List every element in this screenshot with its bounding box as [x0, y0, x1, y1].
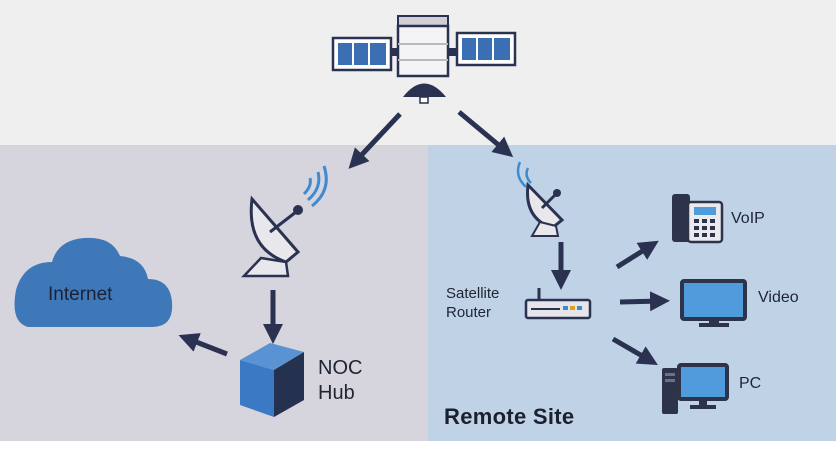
- noc-hub-label: NOC Hub: [318, 356, 362, 406]
- noc-hub-label-line1: NOC: [318, 357, 363, 379]
- remote-zone: [428, 145, 836, 441]
- arrow-router-to-voip: [615, 240, 659, 270]
- satellite-dish-remote-icon: [516, 161, 565, 237]
- noc-hub-label-line2: Hub: [318, 382, 355, 404]
- remote-site-label: Remote Site: [444, 404, 575, 429]
- arrow-sat-to-remote-dish: [457, 110, 514, 158]
- arrow-router-to-pc: [611, 336, 658, 366]
- arrow-router-to-video: [619, 291, 670, 312]
- satellite-router-label-line2: Router: [446, 304, 492, 321]
- arrow-sat-to-hub-dish: [348, 112, 402, 169]
- satellite-router-icon: [524, 288, 592, 320]
- noc-hub-cube-icon: [240, 343, 304, 417]
- pc-icon: [662, 363, 729, 414]
- video-monitor-icon: [680, 279, 747, 327]
- pc-label: PC: [739, 375, 762, 392]
- cloud-icon: [14, 237, 173, 327]
- satellite-router-label: Satellite Router: [446, 284, 499, 322]
- voip-label: VoIP: [731, 210, 765, 227]
- link-arrows: [178, 110, 670, 366]
- satellite-icon: [331, 15, 517, 104]
- satellite-router-label-line1: Satellite: [446, 285, 500, 302]
- internet-label: Internet: [48, 284, 113, 305]
- arrow-noc-to-internet: [178, 333, 228, 357]
- video-label: Video: [758, 289, 799, 306]
- satellite-dish-hub-icon: [241, 165, 328, 278]
- voip-phone-icon: [672, 194, 724, 244]
